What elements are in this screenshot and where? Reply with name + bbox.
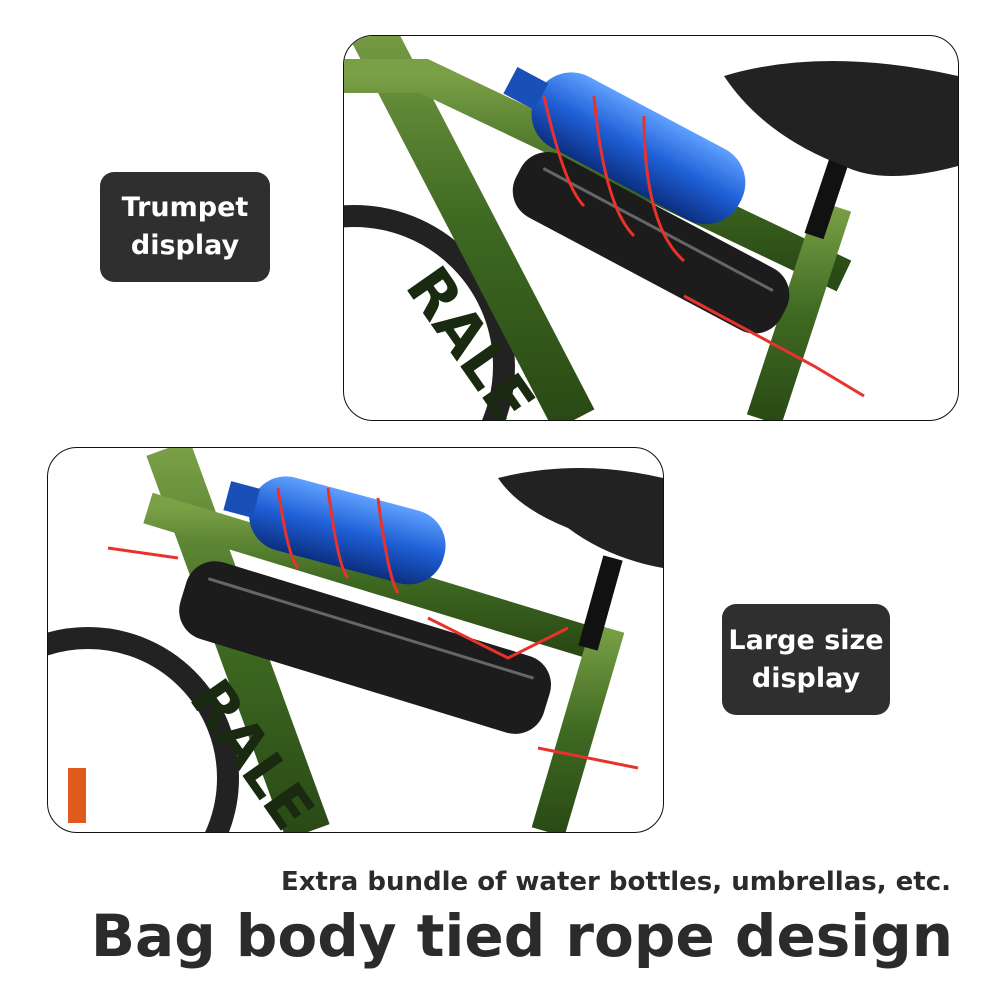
bungee-cords (542, 95, 865, 398)
wheel (48, 627, 239, 832)
saddle (724, 61, 958, 176)
label-line: Large size (728, 624, 884, 656)
seat-tube (531, 623, 625, 832)
product-photo-top: RALE (343, 35, 959, 421)
product-photo-bottom: RALE (47, 447, 664, 833)
label-trumpet-display: Trumpet display (100, 172, 270, 282)
label-line: display (130, 230, 240, 261)
reflector (68, 768, 86, 823)
bike-bag-illustration-top: RALE (344, 36, 958, 420)
water-bottle (531, 72, 746, 225)
label-large-size-display: Large size display (722, 604, 890, 715)
water-bottle (249, 476, 446, 585)
caption-subtitle: Extra bundle of water bottles, umbrellas… (280, 867, 951, 897)
bike-bag-illustration-bottom: RALE (48, 448, 663, 832)
label-line: Trumpet (121, 192, 249, 223)
label-line: display (751, 662, 861, 694)
caption-title: Bag body tied rope design (90, 902, 953, 970)
wheel (344, 205, 515, 420)
bungee-cords (107, 487, 639, 770)
top-tube (143, 492, 613, 664)
seatpost (578, 555, 623, 651)
saddle (498, 468, 663, 568)
frame-bag (512, 152, 790, 334)
frame-bag (179, 561, 552, 734)
